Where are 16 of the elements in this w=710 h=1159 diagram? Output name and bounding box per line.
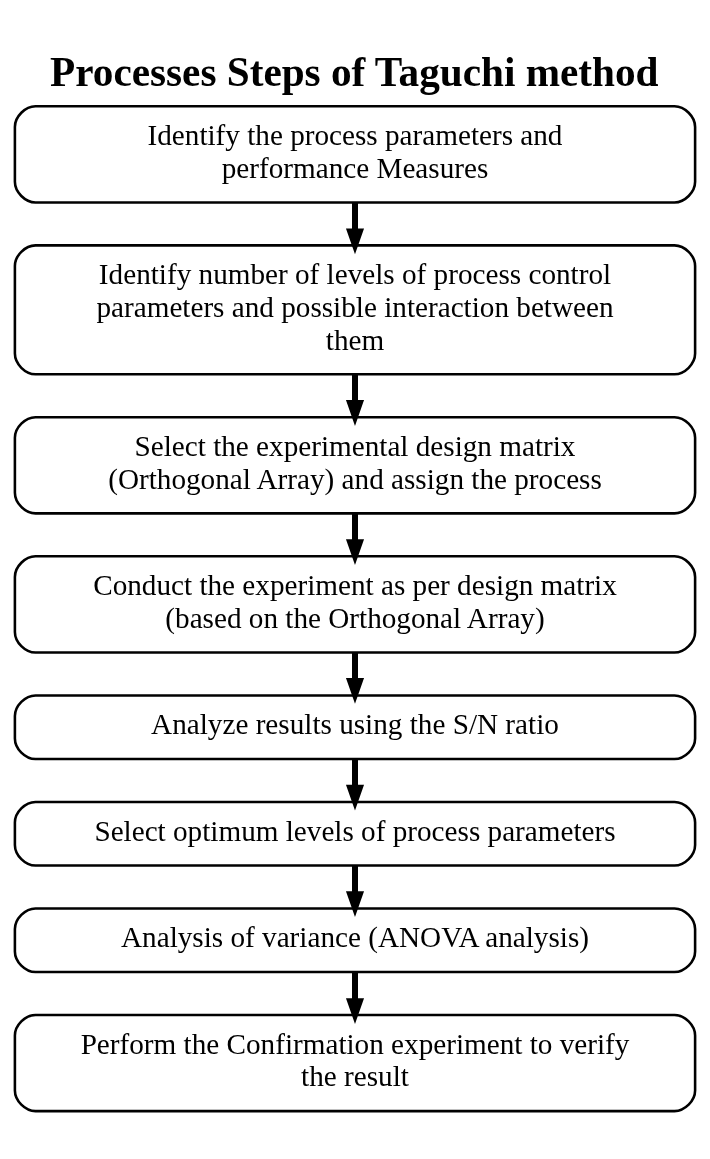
arrow xyxy=(345,513,365,565)
node-box: Identify the process parameters and performance Measures xyxy=(13,104,697,204)
arrow xyxy=(345,759,365,811)
node-box: Select the experimental design matrix (Orthogonal Array) and assign the process xyxy=(13,415,697,515)
diagram-title: Processes Steps of Taguchi method xyxy=(50,49,659,95)
arrow xyxy=(345,865,365,918)
node-box: Conduct the experiment as per design matrix (based on the Orthogonal Array) xyxy=(13,555,697,654)
arrow xyxy=(345,202,365,255)
arrow xyxy=(345,972,365,1024)
arrow xyxy=(345,374,365,426)
node-box: Analysis of variance (ANOVA analysis) xyxy=(13,907,697,974)
node-box: Analyze results using the S/N ratio xyxy=(13,694,697,761)
arrow xyxy=(345,652,365,704)
node-box: Identify number of levels of process control parameters and possible interaction between them xyxy=(13,244,697,376)
node-box: Perform the Confirmation experiment to verify the result xyxy=(13,1013,697,1113)
node-box: Select optimum levels of process parameters xyxy=(13,800,697,867)
